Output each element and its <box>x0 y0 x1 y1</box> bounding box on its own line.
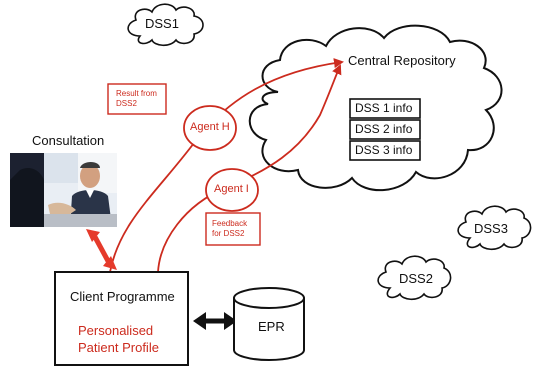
dss2-label: DSS2 <box>399 271 433 286</box>
dss1-label: DSS1 <box>145 16 179 31</box>
client-programme-title: Client Programme <box>70 289 175 304</box>
dss3-cloud <box>457 205 532 251</box>
repository-row-label: DSS 1 info <box>355 101 413 115</box>
epr-cylinder <box>233 287 305 361</box>
agent-i-label: Agent I <box>214 183 249 195</box>
epr-link-arrow <box>193 312 237 330</box>
consultation-photo <box>10 153 117 227</box>
repository-row-box <box>349 119 421 140</box>
profile-line2: Patient Profile <box>78 340 159 355</box>
agent-i-ellipse <box>205 168 259 212</box>
consultation-link-arrow <box>86 229 117 270</box>
dss2-cloud <box>377 255 452 301</box>
epr-label: EPR <box>258 319 285 334</box>
consultation-label: Consultation <box>32 133 105 148</box>
agent-i-path <box>157 64 342 273</box>
repository-row-box <box>349 98 421 119</box>
profile-line1: Personalised <box>78 323 154 338</box>
repository-row-label: DSS 2 info <box>355 122 413 136</box>
agent-h-ellipse <box>183 105 237 151</box>
repository-row-label: DSS 3 info <box>355 143 413 157</box>
feedback-note-line1: Feedback <box>212 219 248 228</box>
result-note-line1: Result from <box>116 89 157 98</box>
central-repository-label: Central Repository <box>348 53 456 68</box>
dss1-cloud <box>127 3 204 47</box>
agent-h-label: Agent H <box>190 121 230 133</box>
feedback-note-box <box>205 212 261 246</box>
feedback-note-line2: for DSS2 <box>212 229 245 238</box>
dss3-label: DSS3 <box>474 221 508 236</box>
repository-row-box <box>349 140 421 161</box>
client-programme-box <box>54 271 189 366</box>
result-note-box <box>107 83 167 115</box>
result-note-line2: DSS2 <box>116 99 137 108</box>
